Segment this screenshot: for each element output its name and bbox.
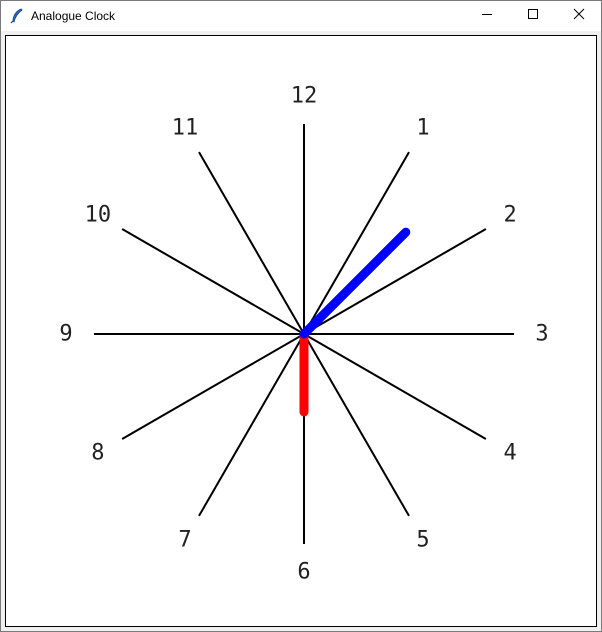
clock-numeral: 8 (91, 441, 104, 466)
clock-numeral: 12 (291, 84, 318, 109)
feather-icon (10, 8, 24, 24)
minimize-button[interactable] (464, 1, 510, 31)
clock-numeral: 10 (85, 203, 112, 228)
close-icon (573, 7, 585, 25)
clock-numeral: 1 (416, 115, 429, 140)
hour-hand (299, 227, 411, 339)
clock-numeral: 7 (178, 528, 191, 553)
window-title: Analogue Clock (31, 9, 116, 23)
clock-numeral: 11 (172, 115, 199, 140)
maximize-button[interactable] (510, 1, 556, 31)
maximize-icon (527, 7, 539, 25)
clock-numeral: 9 (59, 322, 72, 347)
clock-numeral: 6 (297, 560, 310, 585)
minimize-icon (481, 7, 493, 25)
clock-numeral: 5 (416, 528, 429, 553)
clock-numeral: 2 (503, 203, 516, 228)
clock-numeral: 3 (535, 322, 548, 347)
title-bar[interactable]: Analogue Clock (1, 1, 601, 31)
clock-numeral: 4 (503, 441, 516, 466)
close-button[interactable] (556, 1, 602, 31)
